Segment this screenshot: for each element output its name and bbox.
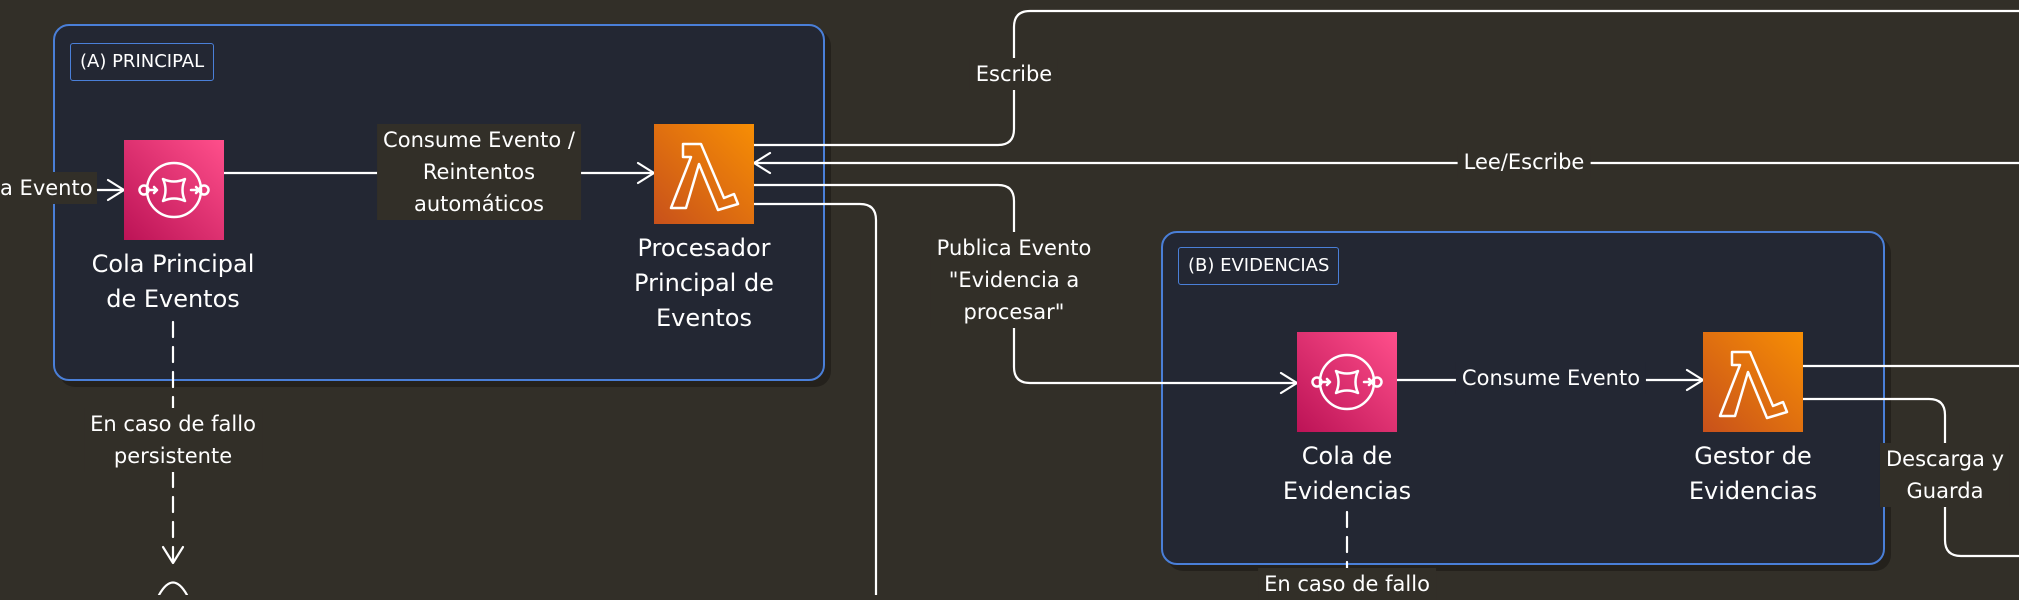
edge-label-lee-escribe: Lee/Escribe: [1457, 146, 1591, 178]
lambda-icon: [654, 124, 754, 224]
sqs-queue-icon: [1297, 332, 1397, 432]
edge-label-fallo-evidencias: En caso de fallo: [1258, 568, 1436, 600]
edge-label-escribe: Escribe: [969, 58, 1059, 90]
node-label-gestor: Gestor de Evidencias: [1689, 439, 1817, 509]
arrowhead: [161, 545, 185, 565]
lambda-icon: [1703, 332, 1803, 432]
label-line: "Evidencia a: [948, 268, 1080, 292]
label-line: Evidencias: [1282, 477, 1412, 505]
label-line: Cola Principal: [91, 250, 255, 278]
node-label-procesador: Procesador Principal de Eventos: [634, 231, 774, 336]
label-line: Eventos: [656, 304, 752, 332]
edge-label-consume-evidencias: Consume Evento: [1455, 362, 1647, 394]
label-line: En caso de fallo: [90, 412, 256, 436]
arrowhead: [752, 151, 772, 175]
label-line: Evidencias: [1688, 477, 1818, 505]
group-principal-title: (A) PRINCIPAL: [70, 43, 215, 81]
group-evidencias-title: (B) EVIDENCIAS: [1178, 247, 1340, 285]
edge-escribe: [752, 9, 2019, 147]
edge-label-descarga: Descarga y Guarda: [1879, 443, 2011, 507]
edge-label-consume-main: Consume Evento / Reintentos automáticos: [377, 124, 581, 220]
dlq-node-partial: [157, 581, 189, 595]
label-line: Cola de: [1301, 442, 1393, 470]
sqs-queue-icon: [124, 140, 224, 240]
label-line: Reintentos: [422, 160, 536, 184]
label-line: Publica Evento: [936, 236, 1092, 260]
label-line: Descarga y: [1885, 447, 2005, 471]
label-line: Guarda: [1906, 479, 1984, 503]
edge-label-fallo-principal: En caso de fallo persistente: [84, 408, 262, 472]
label-line: de Eventos: [106, 285, 240, 313]
label-line: Consume Evento /: [383, 128, 575, 152]
label-line: Principal de: [634, 269, 774, 297]
label-line: automáticos: [413, 192, 544, 216]
label-line: Gestor de: [1694, 442, 1812, 470]
edge-label-publica: Publica Evento "Evidencia a procesar": [930, 232, 1098, 328]
node-label-cola-principal: Cola Principal de Eventos: [92, 247, 255, 317]
label-line: procesar": [963, 300, 1065, 324]
edge-label-ingress: a Evento: [0, 172, 97, 204]
label-line: persistente: [113, 444, 233, 468]
label-line: Procesador: [637, 234, 771, 262]
node-label-cola-evidencias: Cola de Evidencias: [1283, 439, 1411, 509]
edge-procesador-down: [752, 202, 878, 595]
